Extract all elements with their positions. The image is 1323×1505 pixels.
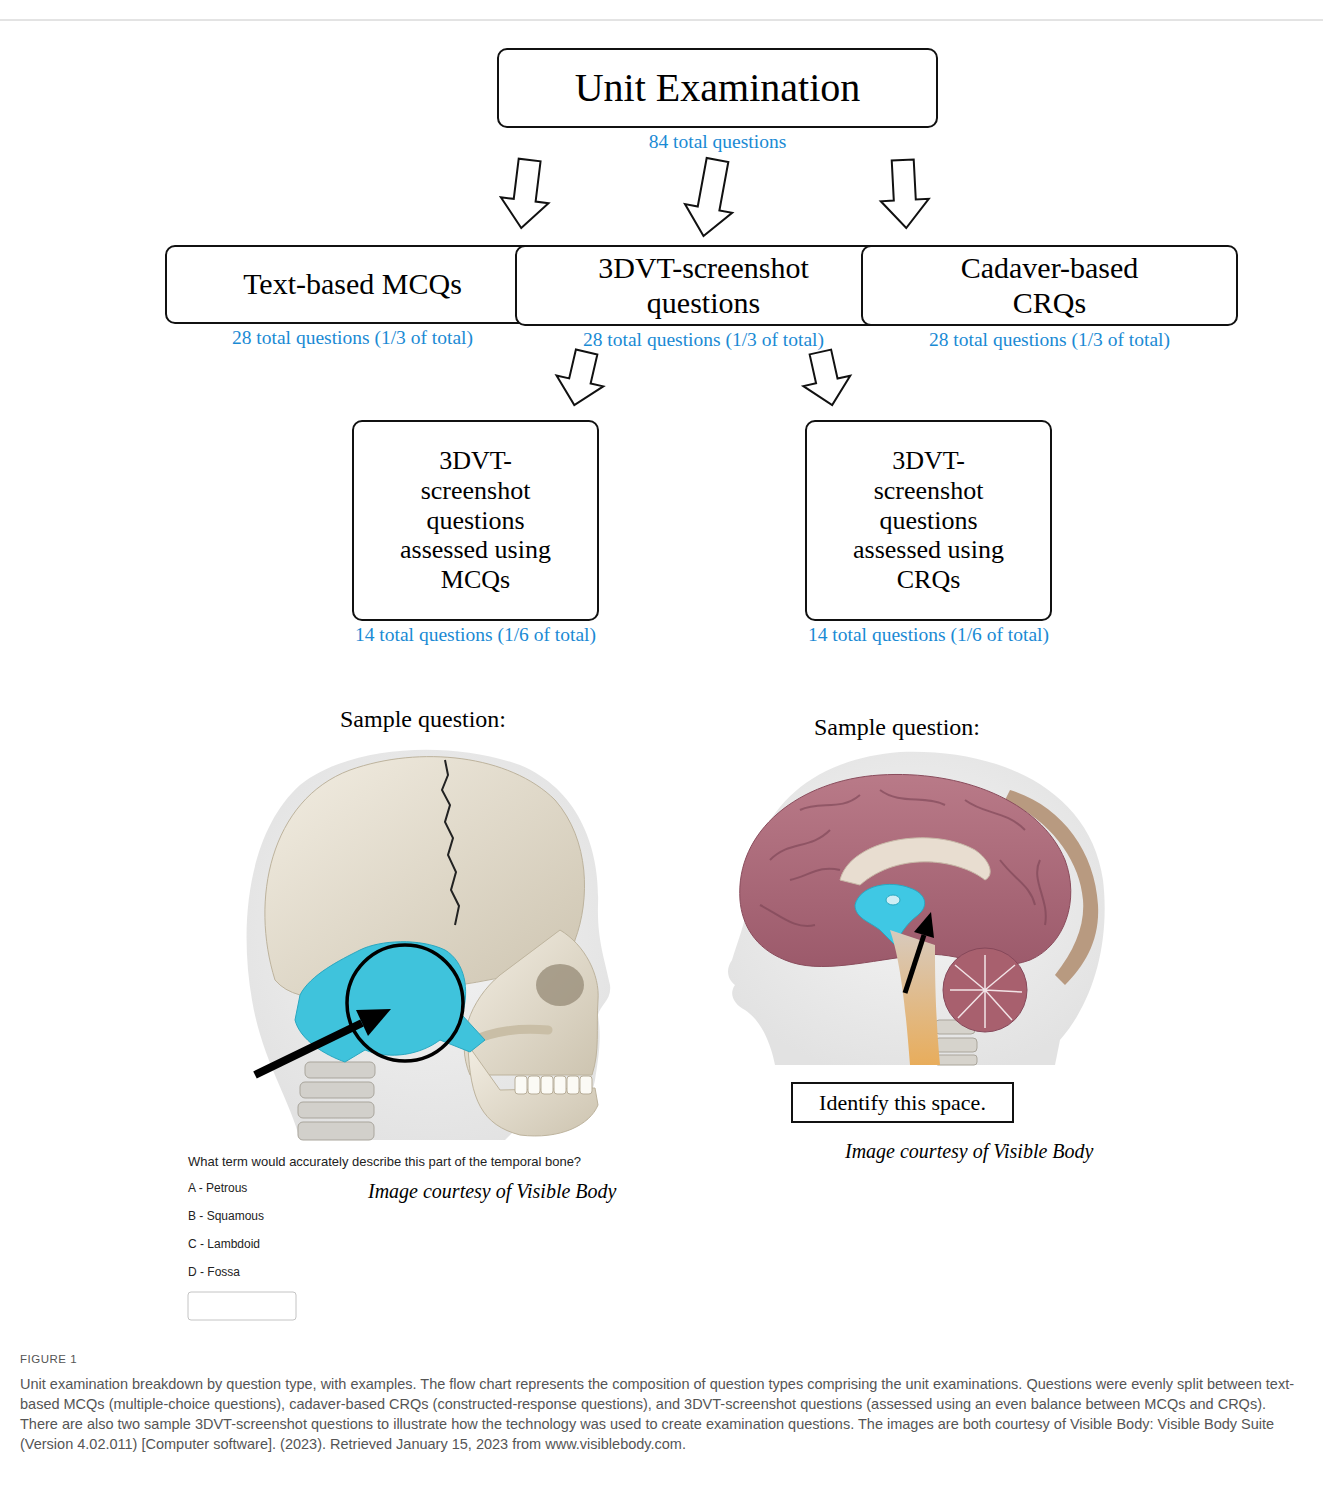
answer-option: A - Petrous	[188, 1181, 247, 1195]
pointer-arrowhead	[356, 1009, 391, 1036]
node-title: Text-based MCQs	[237, 263, 468, 306]
tooth	[541, 1076, 553, 1094]
head-silhouette	[728, 752, 1105, 1065]
vertebra	[935, 1055, 977, 1065]
subcategory-box: 3DVT-screenshot questions assessed using…	[352, 420, 599, 621]
corpus-callosum	[840, 838, 990, 885]
question-count: 14 total questions (1/6 of total)	[747, 622, 1110, 647]
block-arrow	[803, 350, 850, 405]
tooth	[567, 1076, 579, 1094]
cerebellar-folia	[950, 955, 1022, 1028]
block-arrow	[501, 159, 549, 228]
prompt-box: Identify this space.	[791, 1082, 1014, 1123]
vertebra	[298, 1102, 374, 1118]
answer-option: C - Lambdoid	[188, 1237, 260, 1251]
pointer-arrowhead	[914, 912, 934, 938]
category-box: Text-based MCQs28 total questions (1/3 o…	[165, 245, 540, 324]
image-credit: Image courtesy of Visible Body	[845, 1140, 1093, 1163]
question-count: 28 total questions (1/3 of total)	[457, 327, 950, 352]
node-title: 3DVT-screenshot questions assessed using…	[383, 442, 568, 599]
image-credit: Image courtesy of Visible Body	[368, 1180, 616, 1203]
vertebra	[935, 1038, 977, 1052]
exam-box: Unit Examination84 total questions	[497, 48, 938, 128]
node-title: Cadaver-based CRQs	[926, 247, 1173, 324]
question-count: 28 total questions (1/3 of total)	[107, 325, 598, 350]
block-arrow	[881, 159, 929, 228]
question-count: 28 total questions (1/3 of total)	[803, 327, 1296, 352]
node-title: 3DVT-screenshot questions	[558, 247, 850, 324]
top-rule	[0, 20, 1323, 21]
cerebellum	[943, 948, 1027, 1032]
figure-label: FIGURE 1	[20, 1353, 77, 1365]
facial-bones	[464, 930, 598, 1075]
node-title: 3DVT-screenshot questions assessed using…	[836, 442, 1021, 599]
answer-option: D - Fossa	[188, 1265, 240, 1279]
tooth	[515, 1076, 527, 1094]
interthalamic-adhesion	[886, 895, 900, 905]
block-arrow	[557, 350, 604, 405]
pointer-arrow	[255, 1023, 362, 1075]
pointer-arrow	[905, 935, 924, 993]
vertebra	[298, 1122, 374, 1140]
tooth	[580, 1076, 592, 1094]
node-title: Unit Examination	[569, 61, 867, 115]
node-title: Identify this space.	[813, 1086, 992, 1119]
vertebra	[300, 1082, 374, 1098]
answer-input	[188, 1292, 296, 1320]
sample-heading: Sample question:	[300, 706, 546, 733]
tooth	[554, 1076, 566, 1094]
tooth	[528, 1076, 540, 1094]
answer-option: B - Squamous	[188, 1209, 264, 1223]
block-arrow	[685, 158, 732, 236]
ventricle-highlight	[855, 884, 925, 945]
head-silhouette	[247, 750, 611, 1140]
vertebra	[305, 1062, 375, 1078]
figure-caption: Unit examination breakdown by question t…	[20, 1374, 1303, 1454]
sample-heading: Sample question:	[775, 714, 1019, 741]
brainstem	[890, 930, 940, 1065]
subcategory-box: 3DVT-screenshot questions assessed using…	[805, 420, 1052, 621]
coronal-suture	[442, 760, 459, 925]
category-box: Cadaver-based CRQs28 total questions (1/…	[861, 245, 1238, 326]
question-text: What term would accurately describe this…	[188, 1154, 581, 1169]
category-box: 3DVT-screenshot questions28 total questi…	[515, 245, 892, 326]
highlight-circle	[347, 945, 463, 1061]
mandible	[468, 1045, 598, 1136]
orbit	[536, 964, 584, 1006]
question-count: 84 total questions	[439, 129, 996, 154]
question-count: 14 total questions (1/6 of total)	[294, 622, 657, 647]
